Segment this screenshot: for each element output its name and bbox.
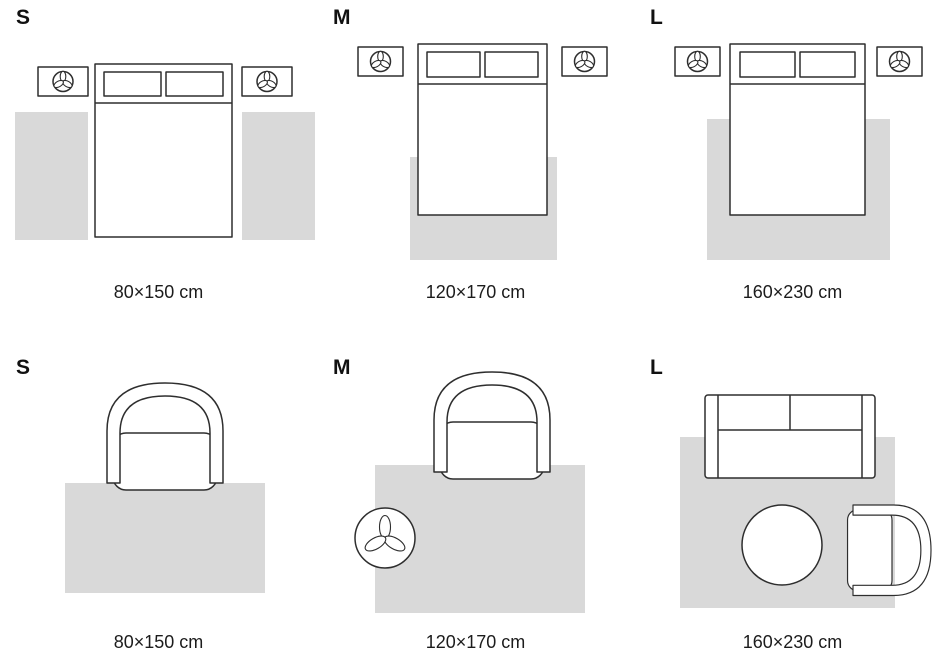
nightstand-right <box>241 66 293 97</box>
nightstand-left <box>357 46 404 77</box>
plant-icon <box>686 50 709 73</box>
nightstand-left <box>37 66 89 97</box>
nightstand-right <box>561 46 608 77</box>
size-label: M <box>333 356 351 379</box>
plant-icon <box>364 514 406 552</box>
panel-livingroom-medium: M 120×170 cm <box>317 350 634 670</box>
plant-leaf <box>364 535 387 552</box>
rug-runner-left <box>15 112 88 240</box>
bed <box>94 63 233 238</box>
plant-leaf <box>574 59 586 69</box>
side-table <box>354 507 416 569</box>
plant-icon <box>52 70 74 93</box>
plant-leaf <box>687 59 699 69</box>
pillow-left <box>103 71 162 97</box>
bedroom-scene-large <box>674 43 923 260</box>
armchair-backrest <box>106 382 224 484</box>
coffee-table-top <box>741 504 823 586</box>
panel-livingroom-small: S 80×150 cm <box>0 350 317 670</box>
panel-bedroom-large: L <box>634 0 950 320</box>
nightstand-right <box>876 46 923 77</box>
armchair-seat <box>112 432 218 491</box>
size-caption: 160×230 cm <box>742 632 843 652</box>
bedroom-scene-medium <box>357 43 608 260</box>
sofa <box>704 394 876 479</box>
size-label: L <box>650 6 663 29</box>
size-caption: 160×230 cm <box>742 282 843 302</box>
armchair-backrest <box>852 504 932 597</box>
bedroom-scene-small <box>15 63 315 240</box>
size-caption: 80×150 cm <box>113 632 204 652</box>
panel-bedroom-small: S <box>0 0 317 320</box>
rug-runner-right <box>242 112 315 240</box>
size-label: L <box>650 356 663 379</box>
armchair <box>846 504 932 597</box>
size-caption: 120×170 cm <box>425 632 526 652</box>
plant-icon <box>256 70 278 93</box>
livingroom-scene-large <box>680 394 932 608</box>
armchair-seat <box>846 509 893 592</box>
size-label: S <box>16 6 31 29</box>
panel-bedroom-medium: M <box>317 0 634 320</box>
armchair <box>106 382 224 491</box>
plant-leaf <box>889 59 901 69</box>
plant-leaf <box>370 59 382 69</box>
panel-livingroom-large: L 160×230 cm <box>634 350 950 670</box>
bed <box>729 43 866 216</box>
pillow-left <box>739 51 796 78</box>
rug <box>65 483 265 593</box>
livingroom-scene-small <box>65 382 265 593</box>
size-caption: 80×150 cm <box>113 282 204 302</box>
nightstand-left <box>674 46 721 77</box>
plant-icon <box>573 50 596 73</box>
plant-icon <box>369 50 392 73</box>
size-caption: 120×170 cm <box>425 282 526 302</box>
armchair-backrest <box>433 371 551 473</box>
pillow-left <box>426 51 481 78</box>
bed <box>417 43 548 216</box>
pillow-right <box>799 51 856 78</box>
plant-leaf <box>257 79 268 89</box>
coffee-table <box>741 504 823 586</box>
size-label: M <box>333 6 351 29</box>
plant-leaf <box>53 79 64 89</box>
armchair-seat <box>439 421 545 480</box>
plant-icon <box>888 50 911 73</box>
size-label: S <box>16 356 31 379</box>
pillow-right <box>484 51 539 78</box>
livingroom-scene-medium <box>354 371 585 613</box>
pillow-right <box>165 71 224 97</box>
armchair <box>433 371 551 480</box>
plant-leaf <box>378 514 392 540</box>
